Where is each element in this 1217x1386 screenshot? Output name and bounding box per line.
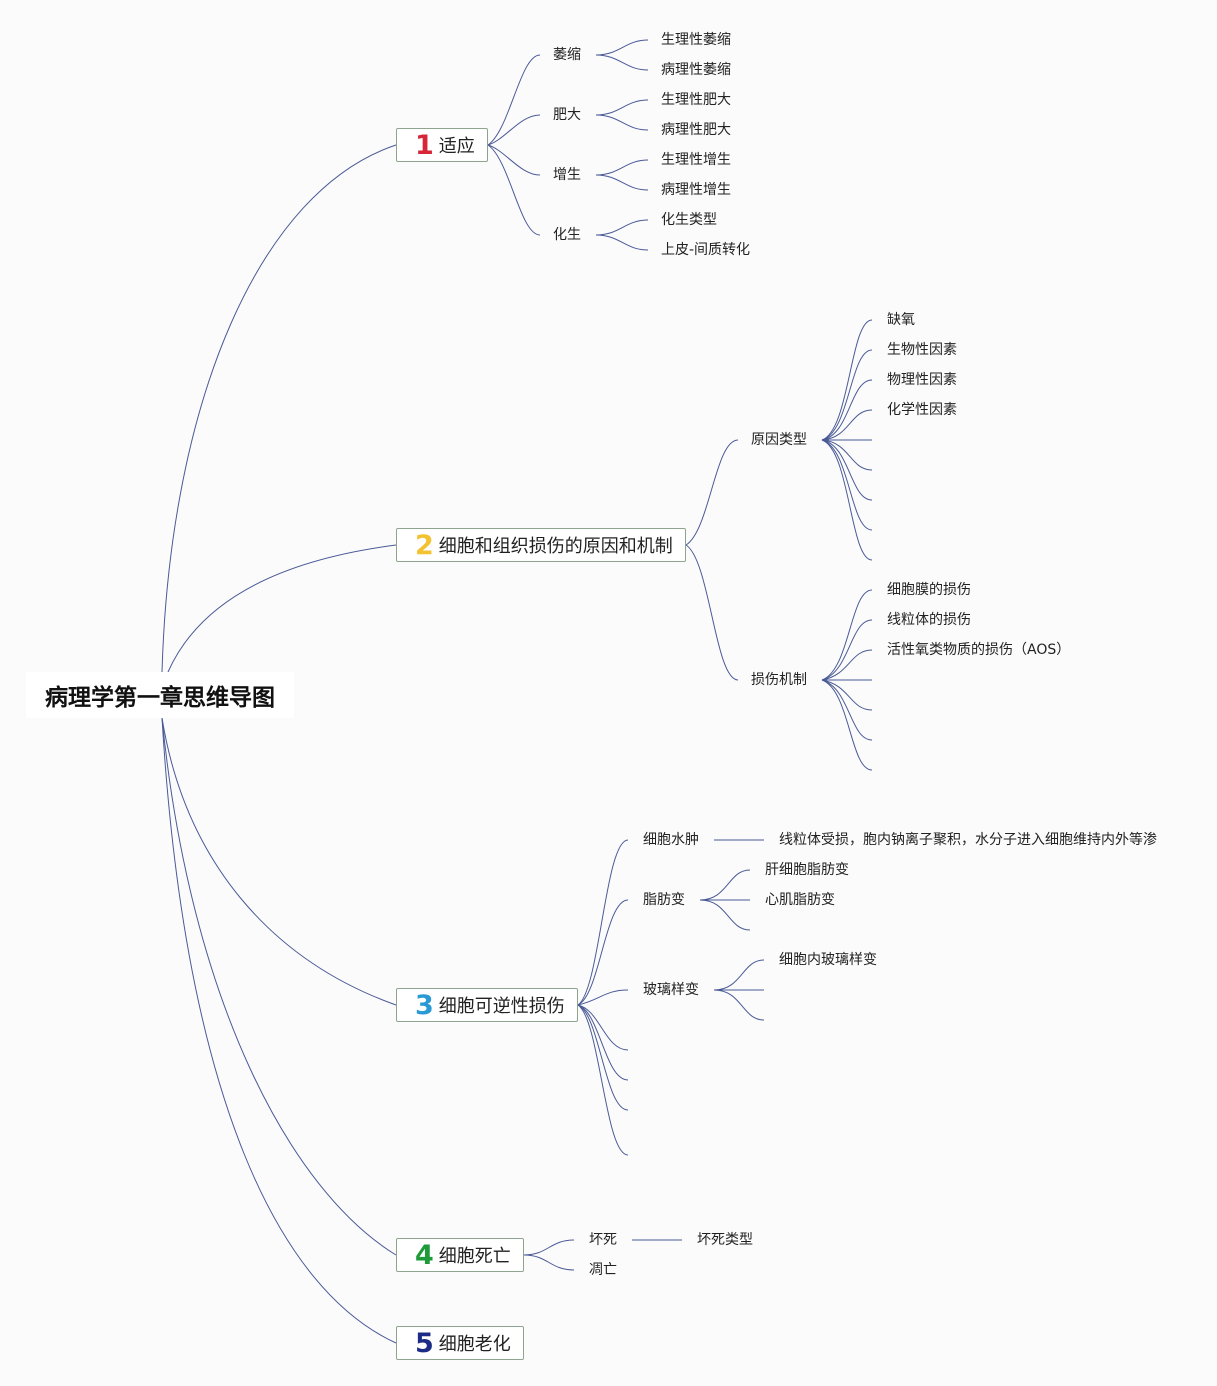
leaf-node[interactable]: 生理性肥大 [661, 92, 731, 108]
subtopic-necrosis[interactable]: 坏死 [589, 1232, 617, 1248]
subtopic-apoptosis[interactable]: 凋亡 [589, 1262, 617, 1278]
topic-label: 细胞和组织损伤的原因和机制 [438, 536, 673, 557]
topic-reversible-injury[interactable]: 3 细胞可逆性损伤 [396, 988, 578, 1022]
central-topic[interactable]: 病理学第一章思维导图 [26, 672, 294, 718]
leaf-node[interactable]: 生物性因素 [887, 342, 957, 358]
leaf-node[interactable]: 物理性因素 [887, 372, 957, 388]
leaf-node[interactable]: 病理性肥大 [661, 122, 731, 138]
topic-number: 3 [415, 989, 434, 1021]
subtopic-cell-swelling[interactable]: 细胞水肿 [643, 832, 699, 848]
topic-injury-cause[interactable]: 2 细胞和组织损伤的原因和机制 [396, 528, 686, 562]
topic-number: 5 [415, 1327, 434, 1359]
leaf-node[interactable]: 生理性增生 [661, 152, 731, 168]
leaf-node[interactable]: 病理性增生 [661, 182, 731, 198]
subtopic-hyaline-change[interactable]: 玻璃样变 [643, 982, 699, 998]
leaf-node[interactable]: 坏死类型 [697, 1232, 753, 1248]
topic-label: 细胞老化 [438, 1334, 511, 1355]
leaf-node[interactable]: 生理性萎缩 [661, 32, 731, 48]
subtopic-fatty-change[interactable]: 脂肪变 [643, 892, 685, 908]
leaf-node[interactable]: 病理性萎缩 [661, 62, 731, 78]
topic-cell-aging[interactable]: 5 细胞老化 [396, 1326, 524, 1360]
subtopic-hyperplasia[interactable]: 增生 [553, 167, 581, 183]
leaf-node[interactable]: 化学性因素 [887, 402, 957, 418]
leaf-node[interactable]: 上皮-间质转化 [661, 242, 751, 258]
subtopic-injury-mechanism[interactable]: 损伤机制 [751, 672, 807, 688]
subtopic-atrophy[interactable]: 萎缩 [553, 47, 581, 63]
leaf-node[interactable]: 细胞膜的损伤 [887, 582, 971, 598]
leaf-node[interactable]: 心肌脂肪变 [765, 892, 835, 908]
leaf-node[interactable]: 细胞内玻璃样变 [779, 952, 877, 968]
leaf-node[interactable]: 肝细胞脂肪变 [765, 862, 849, 878]
central-topic-label: 病理学第一章思维导图 [45, 685, 275, 711]
leaf-node[interactable]: 缺氧 [887, 312, 915, 328]
subtopic-metaplasia[interactable]: 化生 [553, 227, 581, 243]
leaf-node[interactable]: 活性氧类物质的损伤（AOS） [887, 642, 1071, 658]
topic-label: 适应 [438, 136, 475, 157]
topic-adaptation[interactable]: 1 适应 [396, 128, 488, 162]
topic-number: 4 [415, 1239, 434, 1271]
leaf-node[interactable]: 线粒体的损伤 [887, 612, 971, 628]
topic-label: 细胞死亡 [438, 1246, 511, 1267]
leaf-node[interactable]: 化生类型 [661, 212, 717, 228]
topic-number: 2 [415, 529, 434, 561]
leaf-node[interactable]: 线粒体受损，胞内钠离子聚积，水分子进入细胞维持内外等渗 [779, 832, 1157, 848]
topic-label: 细胞可逆性损伤 [438, 996, 565, 1017]
topic-cell-death[interactable]: 4 细胞死亡 [396, 1238, 524, 1272]
subtopic-hypertrophy[interactable]: 肥大 [553, 107, 581, 123]
subtopic-cause-types[interactable]: 原因类型 [751, 432, 807, 448]
topic-number: 1 [415, 129, 434, 161]
